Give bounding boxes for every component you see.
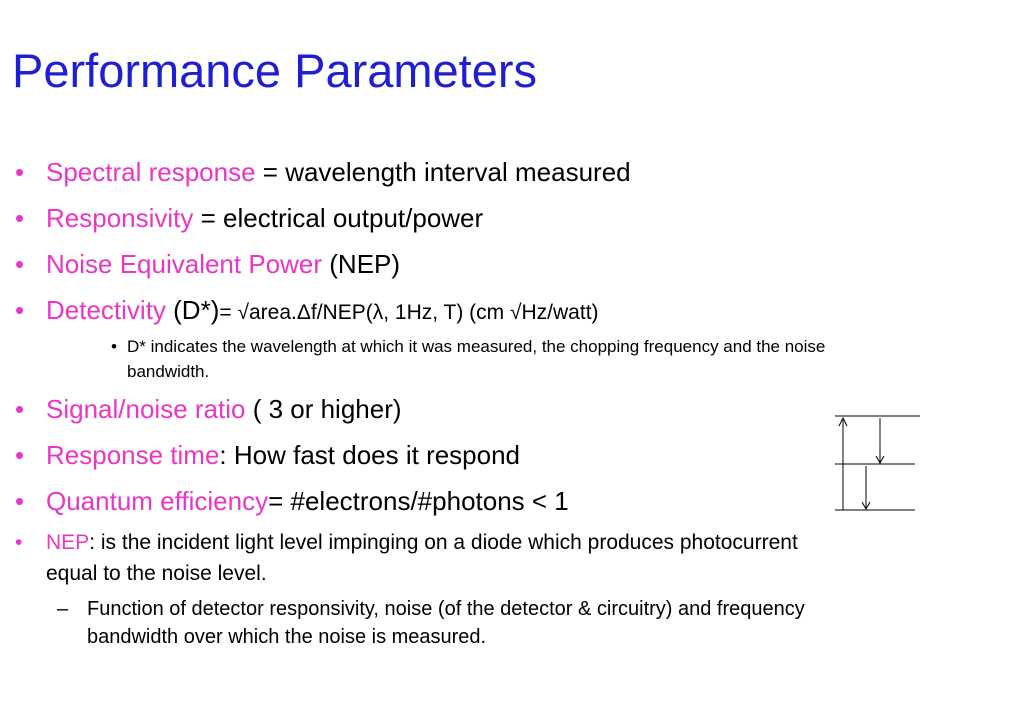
sub-bullet-icon: • <box>111 337 117 356</box>
detectivity-formula: = √area.Δf/NEP(λ, 1Hz, T) (cm √Hz/watt) <box>219 301 599 324</box>
bullet-icon: • <box>15 203 25 233</box>
dash-item-line1: Function of detector responsivity, noise… <box>87 598 805 620</box>
dash-icon: – <box>57 598 69 620</box>
arrow-up-head <box>838 416 848 427</box>
bullet-item-signal-noise: • Signal/noise ratio ( 3 or higher) <box>15 394 402 425</box>
bullet-icon: • <box>15 157 25 187</box>
definition-signal-noise-ratio: ( 3 or higher) <box>245 394 402 424</box>
bullet-icon: • <box>15 394 25 424</box>
bullet-item-nep-definition-continued: equal to the noise level. <box>46 561 267 586</box>
sub-bullet-detectivity: • D* indicates the wavelength at which i… <box>111 337 826 357</box>
bullet-icon: • <box>15 486 25 516</box>
term-quantum-efficiency: Quantum efficiency <box>46 486 269 516</box>
bullet-item-quantum-efficiency: • Quantum efficiency= #electrons/#photon… <box>15 486 569 517</box>
term-spectral-response: Spectral response <box>46 157 256 187</box>
bullet-item-responsivity: • Responsivity = electrical output/power <box>15 203 484 234</box>
term-response-time: Response time <box>46 440 220 470</box>
definition-responsivity: = electrical output/power <box>193 203 484 233</box>
arrow-down-head-2 <box>861 501 871 511</box>
dash-item-nep-function: – Function of detector responsivity, noi… <box>57 597 805 621</box>
definition-response-time: : How fast does it respond <box>219 440 521 470</box>
term-responsivity: Responsivity <box>46 203 194 233</box>
bullet-item-detectivity: • Detectivity (D*)= √area.Δf/NEP(λ, 1Hz,… <box>15 295 599 326</box>
arrow-down-head-1 <box>875 455 885 465</box>
dash-item-line2: bandwidth over which the noise is measur… <box>87 626 487 648</box>
sub-bullet-text-line1: D* indicates the wavelength at which it … <box>127 337 826 356</box>
detectivity-symbol: (D*) <box>165 295 220 325</box>
definition-spectral-response: = wavelength interval measured <box>255 157 631 187</box>
bullet-item-spectral-response: • Spectral response = wavelength interva… <box>15 157 631 188</box>
dash-item-nep-function-continued: bandwidth over which the noise is measur… <box>87 625 486 649</box>
nep-definition-line2: equal to the noise level. <box>46 562 267 585</box>
bullet-item-response-time: • Response time: How fast does it respon… <box>15 440 521 471</box>
energy-level-diagram-icon <box>835 415 920 511</box>
definition-quantum-efficiency: = #electrons/#photons < 1 <box>268 486 569 516</box>
bullet-item-nep-definition: • NEP: is the incident light level impin… <box>15 530 798 555</box>
definition-nep: (NEP) <box>322 249 401 279</box>
sub-bullet-text-line2: bandwidth. <box>127 362 210 381</box>
page-title: Performance Parameters <box>12 44 538 97</box>
term-signal-noise-ratio: Signal/noise ratio <box>46 394 246 424</box>
bullet-item-nep: • Noise Equivalent Power (NEP) <box>15 249 401 280</box>
sub-bullet-detectivity-continued: bandwidth. <box>127 362 209 382</box>
bullet-icon: • <box>15 531 23 554</box>
term-nep: NEP <box>46 531 90 554</box>
term-detectivity: Detectivity <box>46 295 166 325</box>
term-noise-equivalent-power: Noise Equivalent Power <box>46 249 323 279</box>
bullet-icon: • <box>15 440 25 470</box>
bullet-icon: • <box>15 249 25 279</box>
nep-definition-line1: : is the incident light level impinging … <box>89 531 798 554</box>
bullet-icon: • <box>15 295 25 325</box>
